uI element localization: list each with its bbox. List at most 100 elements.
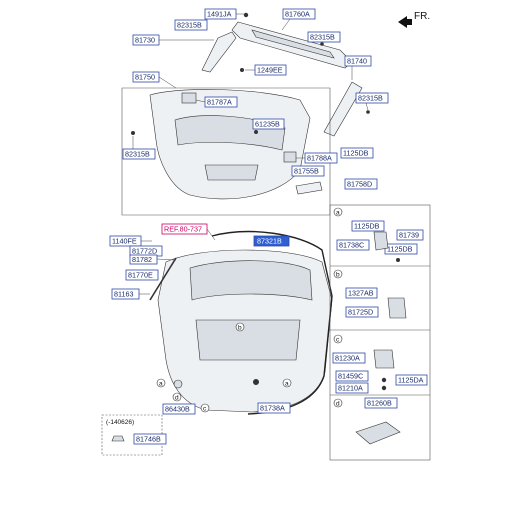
svg-text:82315B: 82315B — [125, 150, 150, 159]
label-81230A: 81230A — [332, 352, 366, 364]
svg-text:81787A: 81787A — [207, 98, 232, 107]
label-82315B-mid-right: 82315B — [355, 92, 389, 111]
clip-part — [243, 12, 249, 18]
svg-text:81772D: 81772D — [132, 247, 157, 256]
label-81260B: 81260B — [364, 397, 398, 409]
svg-text:1327AB: 1327AB — [348, 289, 374, 298]
svg-text:81770E: 81770E — [128, 271, 153, 280]
clip-part — [320, 42, 324, 46]
side-trim-right — [323, 81, 363, 137]
svg-text:1249EE: 1249EE — [257, 66, 283, 75]
variant-note: (-140626) — [106, 419, 134, 426]
label-81730: 81730 — [132, 34, 214, 46]
svg-text:81725D: 81725D — [348, 308, 373, 317]
label-ref-80-737: REF.80-737 — [161, 223, 216, 241]
bolt-part — [381, 377, 387, 383]
label-81770E: 81770E — [125, 269, 159, 281]
stopper-part — [373, 231, 389, 251]
clip-part — [131, 131, 135, 135]
label-86430B: 86430B — [162, 403, 196, 415]
svg-text:81210A: 81210A — [338, 384, 363, 393]
svg-text:81738C: 81738C — [339, 241, 364, 250]
label-81459C: 81459C — [335, 370, 369, 382]
clip-part — [366, 110, 370, 114]
side-trim-left — [201, 31, 237, 73]
orientation-label: FR. — [414, 11, 430, 22]
bracket-part — [111, 435, 125, 442]
tailgate-glass-opening — [189, 260, 313, 301]
svg-text:81755B: 81755B — [294, 167, 319, 176]
label-81725D: 81725D — [345, 306, 379, 318]
label-81755B: 81755B — [291, 165, 325, 177]
label-82315B-left: 82315B — [122, 136, 156, 160]
svg-text:81750: 81750 — [135, 73, 155, 82]
svg-text:81730: 81730 — [135, 36, 155, 45]
label-81746B: 81746B — [133, 433, 167, 445]
label-81163: 81163 — [111, 288, 150, 300]
svg-text:1125DA: 1125DA — [398, 376, 424, 385]
svg-text:81459C: 81459C — [338, 372, 363, 381]
callout-a: a — [159, 381, 163, 388]
gas-lifter — [149, 257, 177, 301]
label-1125DA: 1125DA — [395, 374, 428, 386]
label-81758D: 81758D — [344, 178, 378, 190]
label-82315B-top-right: 82315B — [307, 31, 341, 43]
svg-text:1125DB: 1125DB — [354, 222, 380, 231]
svg-text:81788A: 81788A — [307, 154, 332, 163]
label-81788A: 81788A — [296, 152, 338, 164]
label-81739: 81739 — [396, 229, 424, 241]
svg-text:1125DB: 1125DB — [343, 149, 369, 158]
latch-assembly — [373, 349, 395, 369]
tailgate-lower-panel — [195, 319, 301, 361]
label-81738C: 81738C — [336, 239, 370, 251]
svg-text:1491JA: 1491JA — [207, 10, 232, 19]
callout-a: a — [285, 381, 289, 388]
svg-text:81746B: 81746B — [136, 435, 161, 444]
callout-c: c — [203, 406, 207, 413]
svg-text:81260B: 81260B — [367, 399, 392, 408]
svg-text:87321B: 87321B — [257, 237, 282, 246]
label-1491JA: 1491JA — [204, 8, 244, 20]
panel-d-callout: d — [336, 401, 340, 408]
front-arrow-icon — [398, 16, 412, 28]
trim-handle-recess — [204, 164, 259, 181]
label-81750: 81750 — [132, 71, 177, 89]
svg-text:81760A: 81760A — [285, 10, 310, 19]
plug-part — [173, 379, 183, 389]
cover-part — [283, 151, 297, 163]
svg-text:1140FE: 1140FE — [112, 237, 137, 246]
bumper-part — [387, 297, 407, 319]
label-81782: 81782 — [129, 254, 177, 265]
latch-part — [253, 379, 259, 385]
svg-text:1125DB: 1125DB — [387, 245, 413, 254]
bracket-part — [181, 92, 197, 104]
panel-a-callout: a — [336, 210, 340, 217]
svg-text:81758D: 81758D — [347, 180, 372, 189]
label-81760A: 81760A — [281, 8, 316, 31]
label-1327AB: 1327AB — [345, 287, 378, 299]
bolt-part — [240, 68, 244, 72]
callout-b: b — [238, 325, 242, 332]
svg-text:82315B: 82315B — [358, 94, 383, 103]
clip-part — [254, 130, 258, 134]
svg-text:86430B: 86430B — [165, 405, 190, 414]
svg-text:81740: 81740 — [347, 57, 367, 66]
pull-handle — [295, 181, 323, 195]
panel-b-callout: b — [336, 272, 340, 279]
svg-text:82315B: 82315B — [177, 21, 202, 30]
bolt-part — [396, 258, 400, 262]
handle-part — [355, 421, 401, 445]
label-81787A: 81787A — [195, 96, 238, 108]
label-81210A: 81210A — [335, 382, 369, 394]
label-1249EE: 1249EE — [245, 64, 287, 76]
label-87321B: 87321B — [253, 235, 290, 247]
svg-text:82315B: 82315B — [310, 33, 335, 42]
svg-text:81739: 81739 — [399, 231, 419, 240]
callout-d: d — [175, 395, 179, 402]
variant-note-box — [101, 414, 163, 456]
svg-text:81163: 81163 — [114, 290, 133, 299]
svg-text:REF.80-737: REF.80-737 — [164, 225, 202, 234]
svg-text:61235B: 61235B — [255, 120, 280, 129]
